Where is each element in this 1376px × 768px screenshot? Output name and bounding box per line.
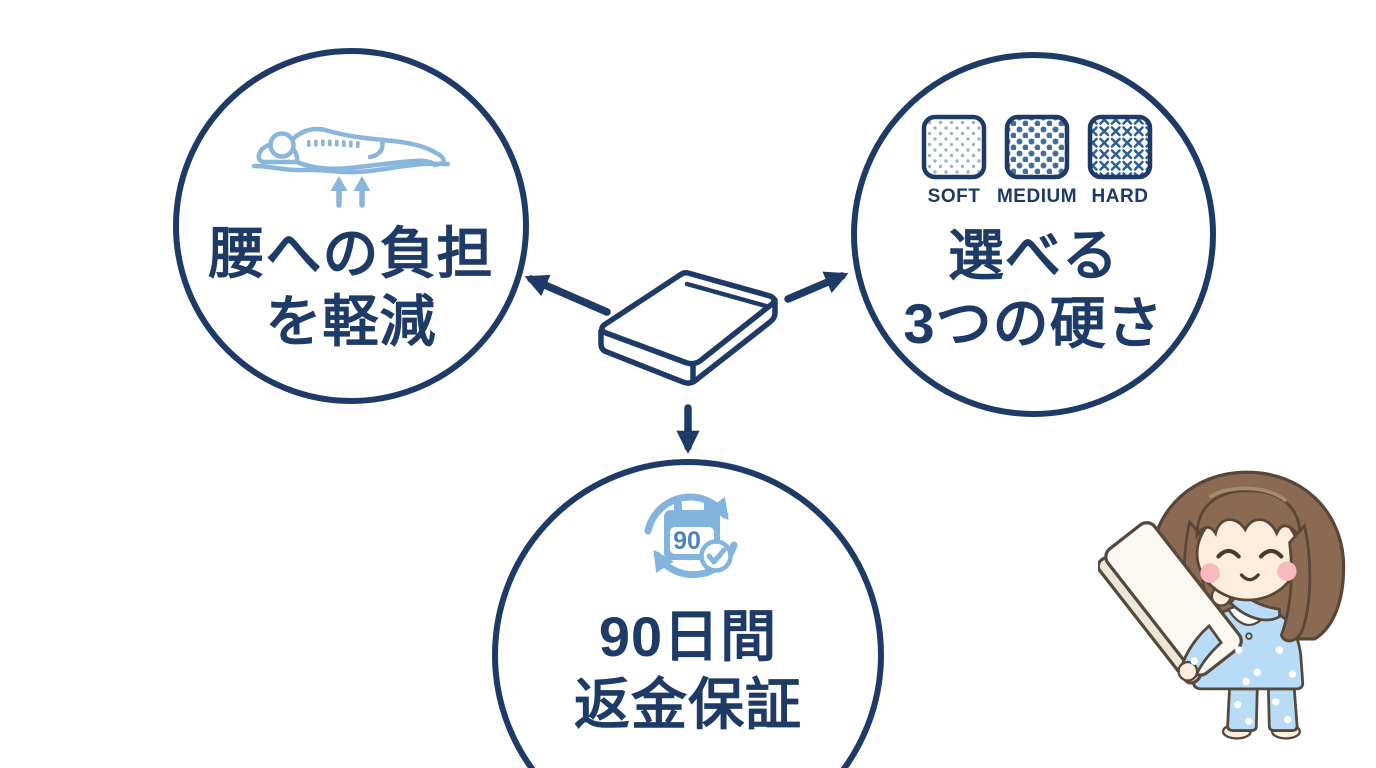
feature-line-1: 腰への負担 <box>208 222 494 285</box>
cheek-right <box>1277 561 1297 582</box>
eye-left <box>1216 548 1241 559</box>
person-lying-icon <box>251 126 451 208</box>
hair-bangs <box>1195 489 1302 542</box>
button <box>1245 632 1253 640</box>
soft-texture-icon <box>921 114 987 180</box>
feature-line-1: 選べる <box>948 224 1119 287</box>
badge-90-days: 90 <box>673 527 701 555</box>
hard-texture-icon <box>1087 114 1153 180</box>
firmness-option-label-hard: HARD <box>1091 186 1149 207</box>
arrow-to-guarantee-icon <box>676 404 700 454</box>
texture-square-soft: SOFT <box>921 114 987 207</box>
feature-line-2: 3つの硬さ <box>903 292 1164 355</box>
mouth <box>1239 573 1260 582</box>
feature-title-firmness: 選べる 3つの硬さ <box>857 222 1210 358</box>
feature-title-guarantee: 90日間 返金保証 <box>498 603 878 739</box>
girl-holding-mattress-illustration <box>1098 470 1346 740</box>
pajama-leg-left <box>1226 687 1259 732</box>
arrow-to-firmness-icon <box>784 271 849 303</box>
feature-circle-back-support: 腰への負担 を軽減 <box>173 48 529 404</box>
firmness-option-label-medium: MEDIUM <box>996 186 1078 207</box>
firmness-option-label-soft: SOFT <box>927 186 981 207</box>
texture-square-hard: HARD <box>1087 114 1153 207</box>
firmness-texture-squares: SOFT MEDIUM <box>921 114 1153 207</box>
eye-right <box>1258 548 1284 559</box>
feature-title-back-support: 腰への負担 を軽減 <box>179 220 523 356</box>
feature-line-2: 返金保証 <box>574 673 802 736</box>
texture-square-medium: MEDIUM <box>997 114 1077 207</box>
feature-line-1: 90日間 <box>598 605 778 668</box>
check-circle-icon <box>699 539 733 573</box>
medium-texture-icon <box>1004 114 1070 180</box>
feature-circle-guarantee: 90 90日間 返金保証 <box>492 459 884 768</box>
pressure-up-arrows-icon <box>330 176 371 208</box>
feature-circle-firmness: SOFT MEDIUM <box>851 52 1216 417</box>
mattress-icon <box>598 270 778 386</box>
cheek-left <box>1200 563 1220 583</box>
spine-dots <box>307 139 360 148</box>
hair-lock-right <box>1279 523 1312 643</box>
hand-lower <box>1177 660 1199 682</box>
calendar-90-cycle-icon: 90 <box>644 493 738 579</box>
feature-line-2: を軽減 <box>265 290 437 353</box>
pajama-leg-right <box>1266 687 1299 732</box>
arrow-to-back-support-icon <box>524 274 611 316</box>
hair-highlight <box>1209 486 1287 502</box>
